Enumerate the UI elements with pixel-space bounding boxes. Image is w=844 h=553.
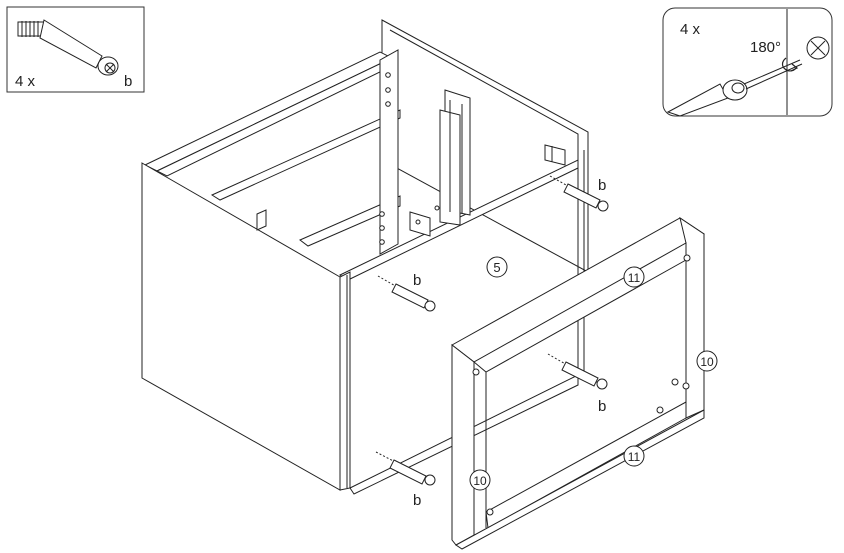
screwdriver-icon bbox=[666, 59, 803, 117]
frame-left-post bbox=[451, 343, 475, 546]
part-label-frame-top: 11 bbox=[628, 271, 641, 285]
part-callout-cabinet: 5 bbox=[486, 256, 508, 278]
cam-lock-icon bbox=[806, 36, 830, 60]
part-callout-frame-left: 10 bbox=[469, 469, 491, 491]
inner-divider bbox=[379, 49, 399, 255]
left-side-edge bbox=[339, 271, 351, 491]
inset-dowel-panel: 4 x b bbox=[6, 6, 145, 93]
inset-rotate-angle: 180° bbox=[750, 39, 781, 56]
inset-rotate-quantity: 4 x bbox=[680, 21, 701, 38]
inset-dowel-quantity: 4 x bbox=[15, 73, 36, 90]
hinge-small bbox=[256, 209, 267, 231]
part-callout-frame-bottom: 11 bbox=[623, 445, 645, 467]
inset-rotate-panel: 4 x 180° bbox=[662, 7, 833, 117]
dowel-top-right bbox=[549, 175, 609, 212]
bottom-rear-rail bbox=[299, 195, 401, 247]
part-label-frame-left: 10 bbox=[473, 474, 487, 488]
drawer-slide-rear bbox=[409, 89, 471, 237]
left-side-panel bbox=[141, 162, 341, 491]
back-panel bbox=[381, 19, 589, 273]
part-callout-frame-right: 10 bbox=[696, 350, 718, 372]
dowel-center bbox=[377, 275, 436, 312]
cabinet-carcass bbox=[141, 19, 589, 495]
part-callout-frame-top: 11 bbox=[623, 266, 645, 288]
callout-b-mid-right: b bbox=[598, 398, 606, 415]
part-label-cabinet: 5 bbox=[493, 260, 500, 275]
dowel-mid-right bbox=[547, 353, 608, 390]
cam-dowel-icon bbox=[17, 19, 119, 76]
frame-right-post bbox=[679, 216, 705, 419]
inset-rotate-border bbox=[662, 7, 833, 117]
dowel-shaft bbox=[39, 19, 103, 69]
callout-b-center: b bbox=[413, 272, 421, 289]
drawer-slide-right bbox=[544, 144, 566, 166]
callout-b-top-right: b bbox=[598, 177, 606, 194]
top-rail bbox=[143, 51, 394, 172]
top-rear-rail bbox=[210, 109, 401, 201]
frame-bottom-rail bbox=[485, 401, 687, 529]
dowel-thread bbox=[17, 21, 45, 37]
callout-b-bottom: b bbox=[413, 492, 421, 509]
inset-dowel-letter: b bbox=[124, 73, 132, 90]
dowel-bottom bbox=[375, 451, 436, 486]
rotation-arrow-icon bbox=[781, 57, 799, 72]
part-label-frame-right: 10 bbox=[700, 355, 714, 369]
part-label-frame-bottom: 11 bbox=[628, 450, 641, 464]
